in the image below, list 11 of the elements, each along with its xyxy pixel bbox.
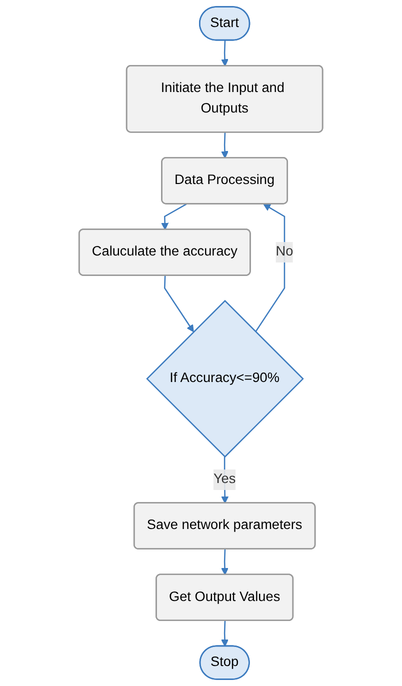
- arrow: [221, 549, 229, 576]
- edge-label: Yes: [214, 472, 236, 487]
- arrow: [221, 40, 229, 66]
- arrow: [255, 204, 286, 332]
- arrow: [161, 204, 187, 230]
- node-diamond: If Accuracy<=90%: [146, 300, 304, 458]
- arrow: [221, 620, 229, 647]
- edge-label: No: [276, 244, 294, 260]
- arrow: [221, 456, 229, 504]
- arrow: [221, 132, 229, 158]
- arrow: [164, 276, 194, 332]
